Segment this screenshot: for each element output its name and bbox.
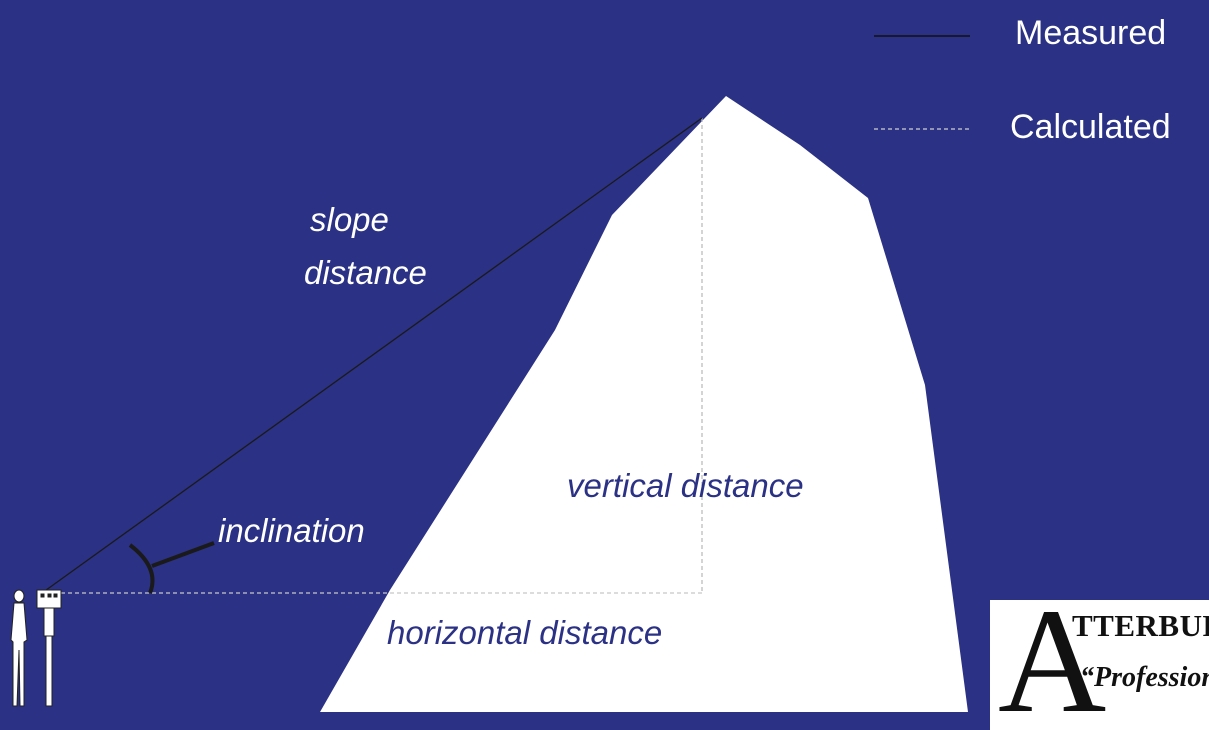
survey-diagram bbox=[10, 35, 970, 712]
inclination-label: inclination bbox=[218, 512, 365, 549]
atterbury-logo: A TTERBURY “Profession bbox=[990, 600, 1209, 730]
slope-distance-line bbox=[41, 117, 703, 594]
logo-tagline-text: “Profession bbox=[1080, 662, 1209, 693]
slope-label-line2: distance bbox=[304, 254, 427, 291]
legend-calculated-label: Calculated bbox=[1010, 108, 1171, 146]
inclination-pointer bbox=[151, 541, 215, 568]
inclination-arc bbox=[128, 543, 155, 594]
person-silhouette-icon bbox=[10, 589, 28, 707]
legend-measured-label: Measured bbox=[1015, 14, 1167, 52]
logo-name-text: TTERBURY bbox=[1072, 608, 1209, 643]
logo-initial: A bbox=[998, 600, 1107, 730]
horizontal-distance-label: horizontal distance bbox=[387, 614, 663, 651]
survey-instrument-on-tripod-icon bbox=[36, 589, 62, 707]
slope-label-line1: slope bbox=[310, 201, 389, 238]
vertical-distance-label: vertical distance bbox=[567, 467, 804, 504]
mountain-shape bbox=[320, 96, 968, 712]
